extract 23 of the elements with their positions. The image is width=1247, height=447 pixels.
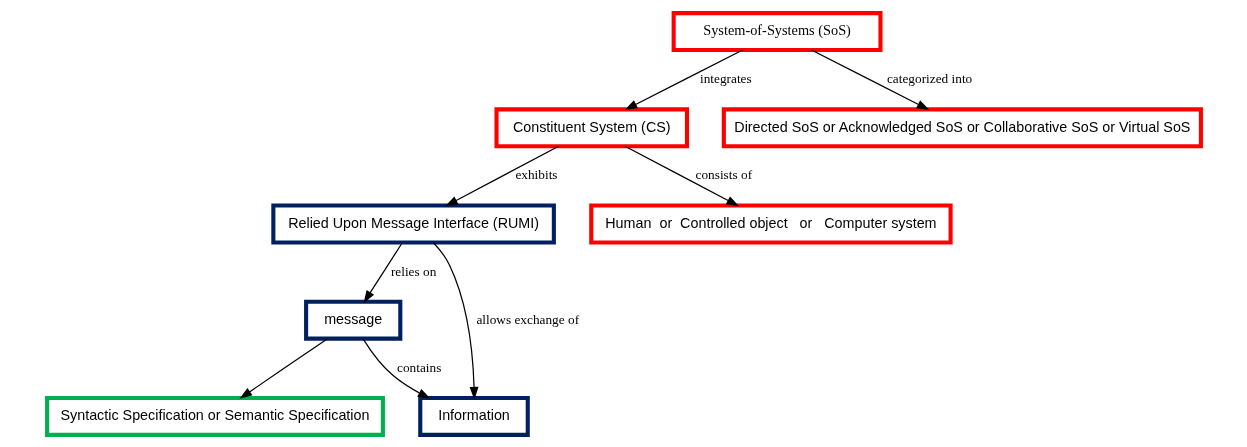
node-box: Directed SoS or Acknowledged SoS or Collaborative SoS or Virtual SoS (721, 106, 1203, 148)
node-box: Relied Upon Message Interface (RUMI) (270, 203, 556, 244)
node-box: Constituent System (CS) (494, 106, 689, 148)
arrow (810, 48, 929, 110)
edge-label: categorized into (886, 70, 972, 86)
arrow (444, 145, 559, 206)
node-box: message (303, 299, 402, 341)
arrow (432, 241, 478, 400)
edge-label: consists of (695, 166, 752, 182)
node-box: Human or Controlled object or Computer system (588, 203, 953, 244)
edge-label: integrates (699, 70, 752, 86)
node-box: System-of-Systems (SoS) (671, 10, 882, 52)
arrow (623, 145, 739, 206)
edge-label: relies on (390, 263, 436, 279)
edge-label: exhibits (514, 166, 558, 182)
node-box: Information (417, 395, 530, 437)
arrow (624, 48, 743, 110)
edge-label: contains (396, 359, 441, 375)
arrow (363, 241, 403, 303)
node-box: Syntactic Specification or Semantic Specification (44, 395, 385, 437)
arrow (362, 338, 431, 399)
arrow (238, 337, 328, 399)
edge-label: allows exchange of (475, 311, 579, 327)
